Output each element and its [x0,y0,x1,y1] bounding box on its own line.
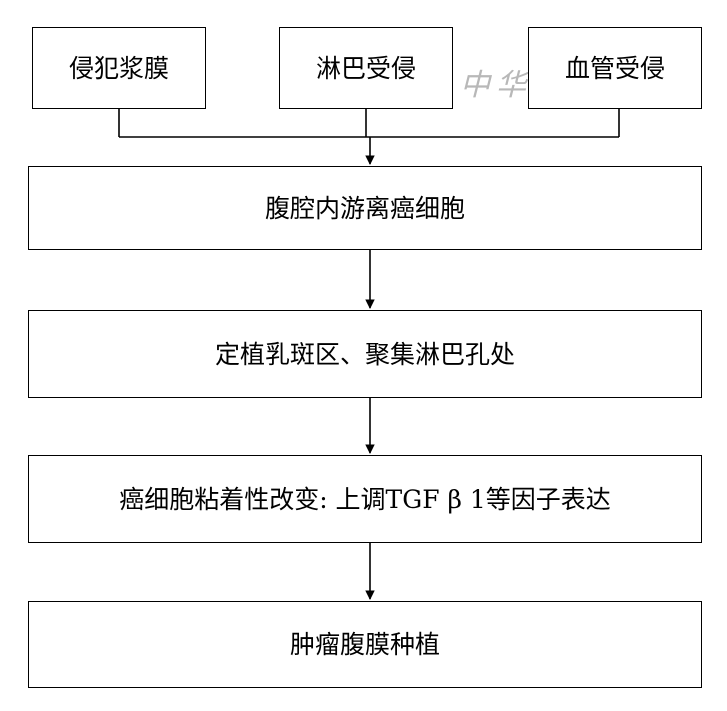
box-serosa-invasion: 侵犯浆膜 [32,27,206,109]
box-free-cancer-cells: 腹腔内游离癌细胞 [28,166,702,250]
box-lymphatic-invasion: 淋巴受侵 [279,27,453,109]
box-adhesion-change: 癌细胞粘着性改变: 上调TGF β 1等因子表达 [28,455,702,543]
box-vascular-invasion: 血管受侵 [528,27,702,109]
box-colonization: 定植乳斑区、聚集淋巴孔处 [28,310,702,398]
box-peritoneal-implantation: 肿瘤腹膜种植 [28,601,702,688]
